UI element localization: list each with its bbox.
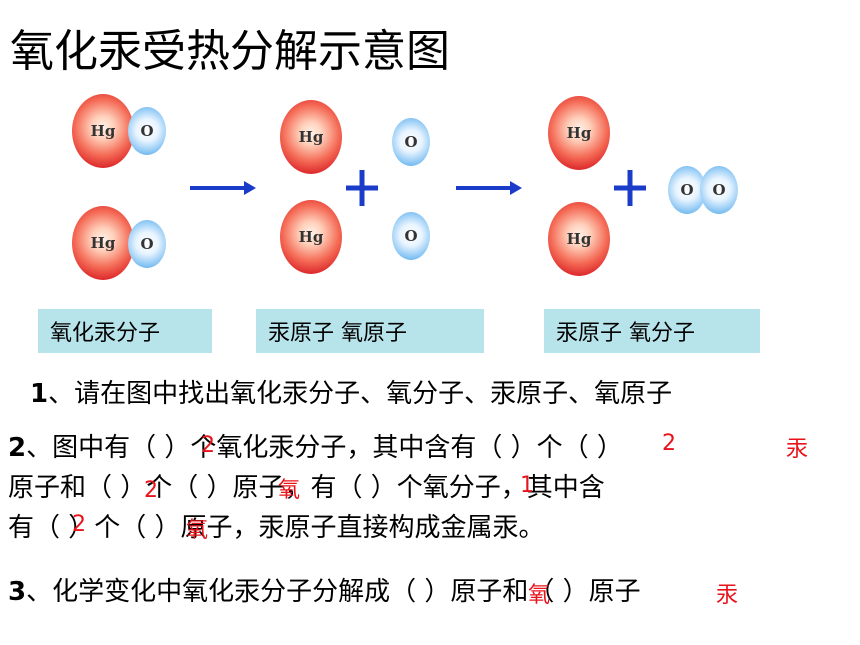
answer-atom-type: 汞 (786, 437, 809, 462)
answer-molecule-count: 2 (201, 433, 215, 458)
question-2-line-1: 2、图中有（ ）个氧化汞分子，其中含有（ ）个（ ） (8, 428, 623, 468)
oxygen-atom: O (392, 212, 430, 260)
mercury-atom: Hg (280, 100, 342, 174)
oxygen-atom: O (392, 118, 430, 166)
question-number: 3 (8, 577, 27, 607)
page-title: 氧化汞受热分解示意图 (10, 26, 450, 77)
question-text: 、化学变化中氧化汞分子分解成（ ）原子和（ ）原子 (26, 577, 641, 607)
mercury-atom: Hg (548, 96, 610, 170)
oxygen-atom: O (668, 166, 706, 214)
oxygen-atom: O (128, 220, 166, 268)
plus-icon (614, 170, 646, 206)
answer-oxygen-molecule-count: 1 (520, 473, 534, 498)
right-arrow-icon (456, 181, 522, 195)
answer-atom-count: 2 (144, 478, 158, 503)
answer-atom-type: 汞 (716, 583, 739, 608)
right-arrow-icon (190, 181, 256, 195)
question-number: 1 (30, 379, 49, 409)
plus-icon (346, 170, 378, 206)
question-number: 2 (8, 433, 27, 463)
oxygen-atom: O (700, 166, 738, 214)
question-text: 、请在图中找出氧化汞分子、氧分子、汞原子、氧原子 (48, 379, 673, 409)
mercury-atom: Hg (72, 206, 134, 280)
answer-atom-type: 氧 (186, 518, 209, 543)
answer-atom-type: 氧 (278, 478, 301, 503)
mercury-atom: Hg (548, 202, 610, 276)
question-2-line-2: 原子和（ ）个（ ）原子，有（ ）个氧分子，其中含 (8, 473, 605, 503)
answer-atom-count: 2 (662, 431, 676, 456)
caption-mercury-oxide-molecule: 氧化汞分子 (38, 309, 212, 353)
question-3: 3、化学变化中氧化汞分子分解成（ ）原子和（ ）原子 (8, 572, 641, 612)
answer-atom-type: 氧 (528, 583, 551, 608)
question-2-line-3: 有（ ）个（ ）原子，汞原子直接构成金属汞。 (8, 513, 545, 543)
mercury-atom: Hg (280, 200, 342, 274)
question-text: 、图中有（ ）个氧化汞分子，其中含有（ ）个（ ） (26, 433, 623, 463)
mercury-atom: Hg (72, 94, 134, 168)
caption-mercury-atom-oxygen-molecule: 汞原子 氧分子 (544, 309, 760, 353)
oxygen-atom: O (128, 107, 166, 155)
caption-mercury-oxygen-atoms: 汞原子 氧原子 (256, 309, 484, 353)
question-1: 1、请在图中找出氧化汞分子、氧分子、汞原子、氧原子 (30, 374, 672, 414)
answer-atom-count: 2 (72, 512, 86, 537)
